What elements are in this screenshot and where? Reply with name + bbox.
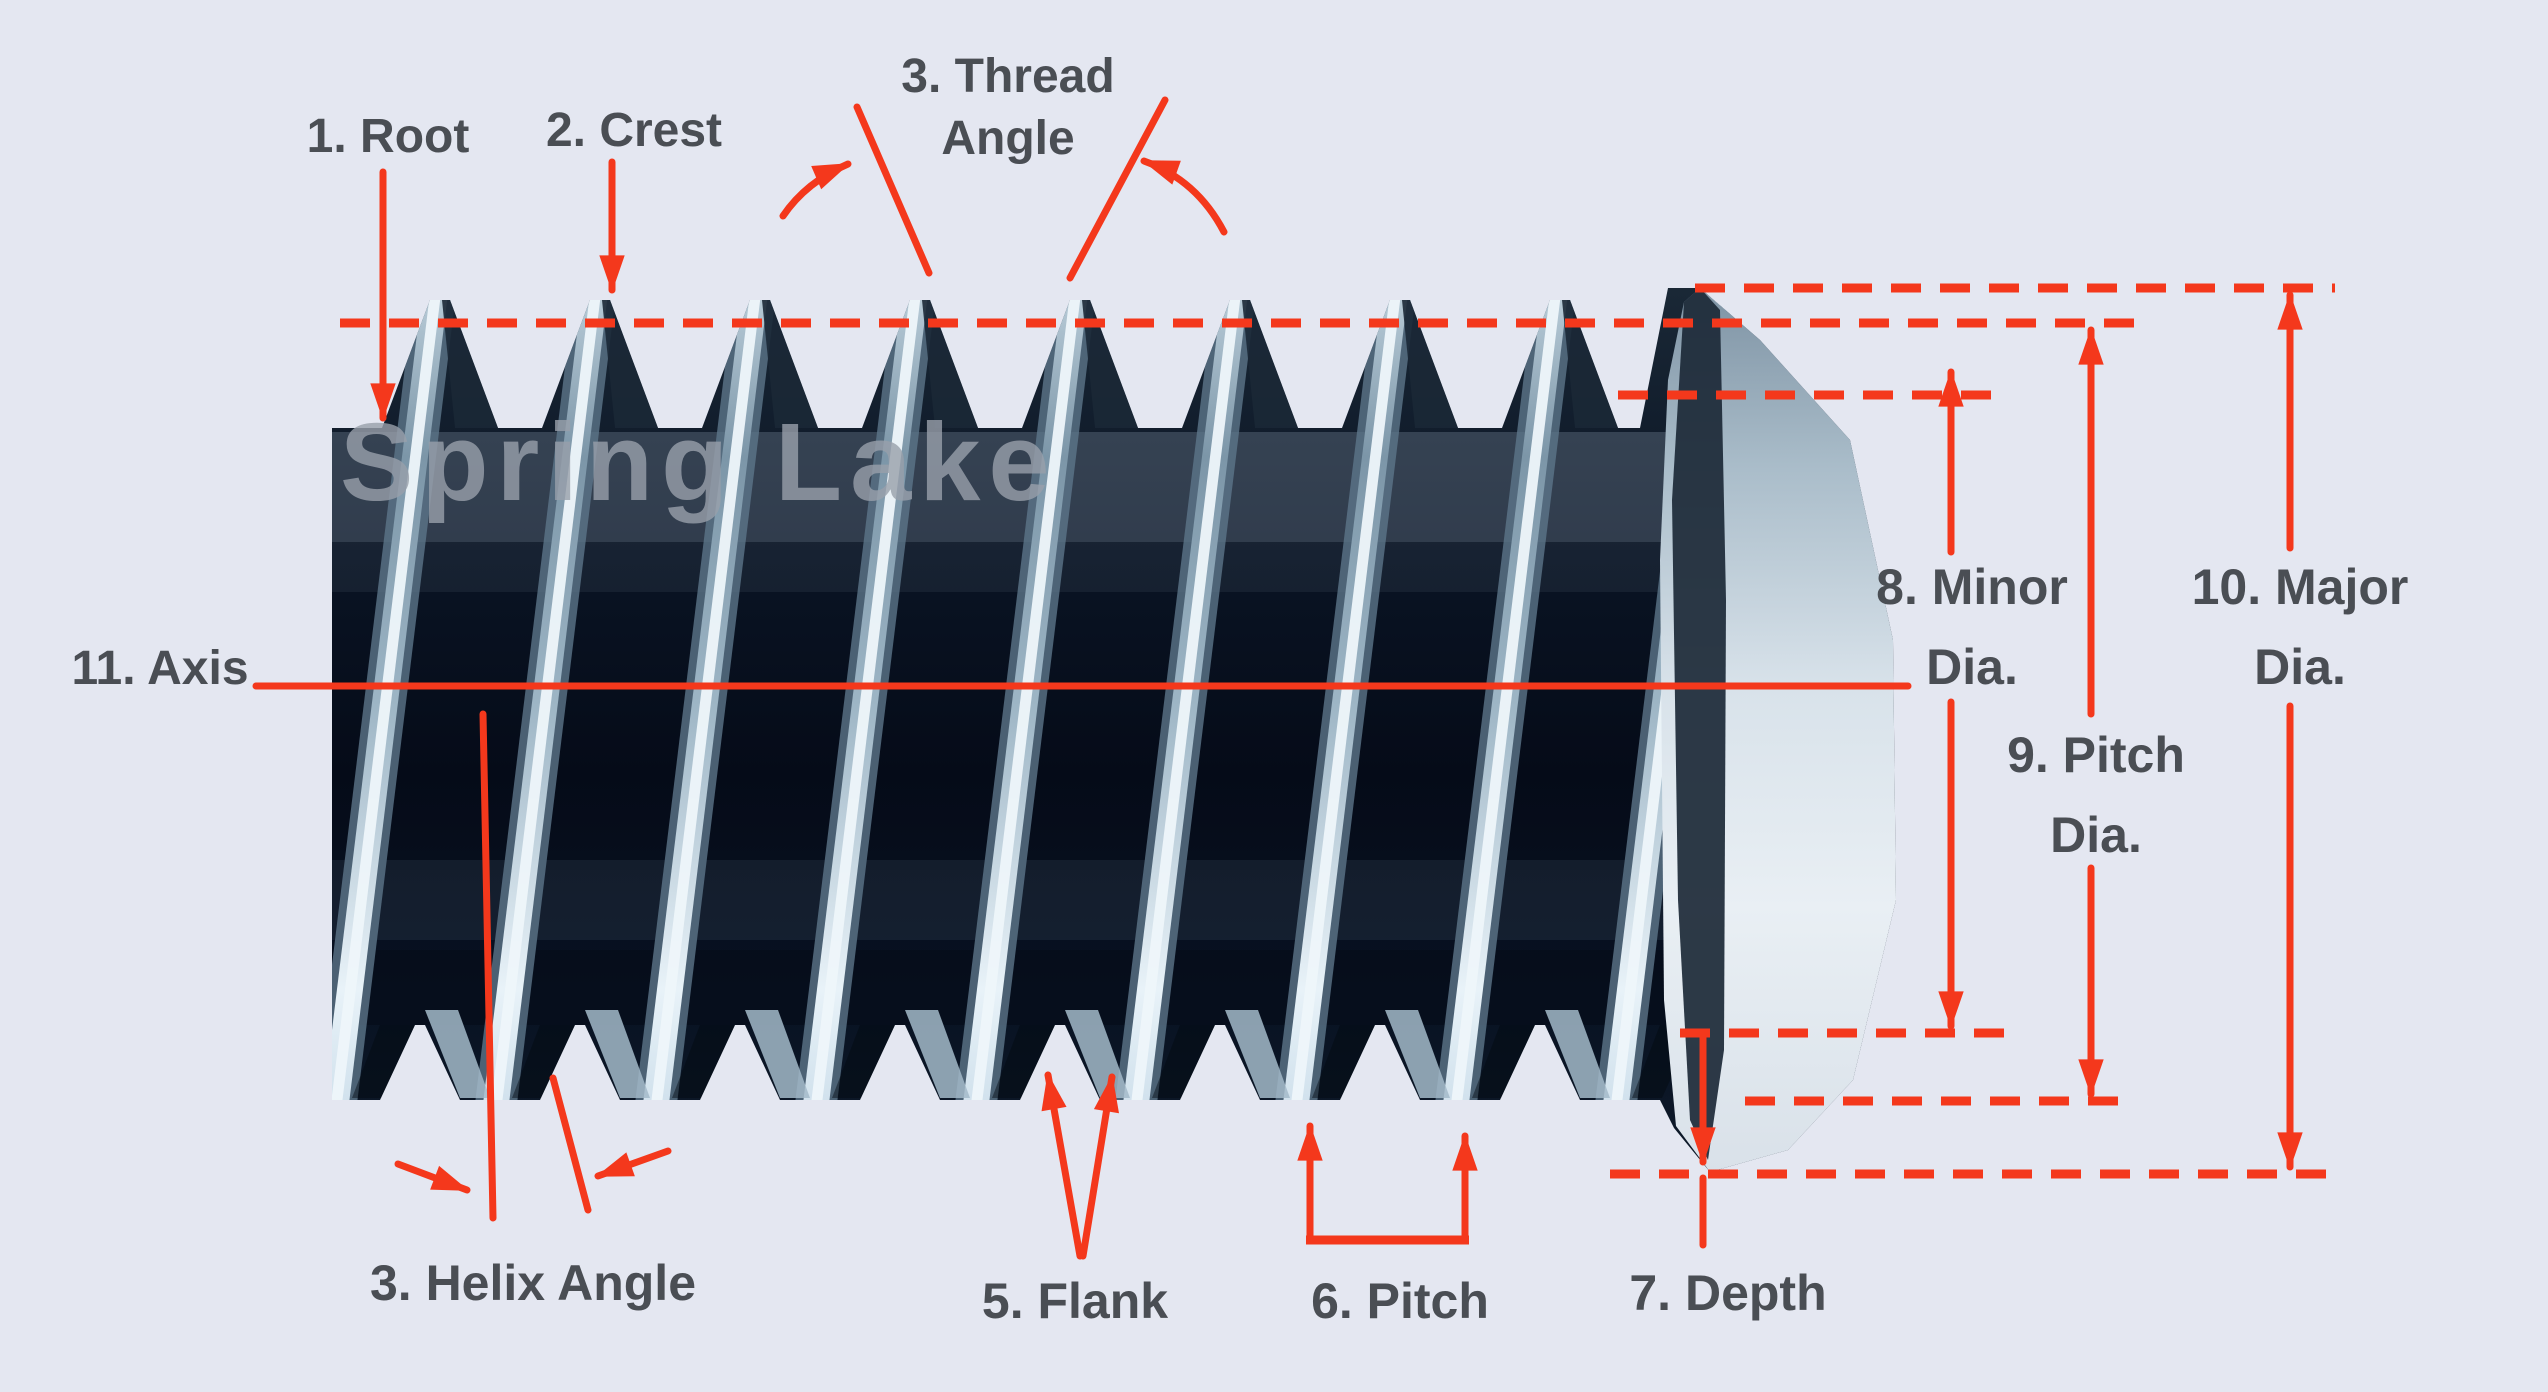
thread-angle-label-line1: 3. Thread — [901, 50, 1114, 103]
pitch-dia-label-line1: 9. Pitch — [2007, 727, 2185, 783]
watermark-text: Spring Lake — [340, 401, 1058, 524]
crest-label: 2. Crest — [546, 104, 722, 157]
thread-angle-right-curved-arrow — [1140, 157, 1228, 236]
thread-angle-left-curved-arrow — [779, 160, 852, 220]
helix-angle-right-arrow — [594, 1147, 672, 1180]
root-label: 1. Root — [307, 110, 470, 163]
pitch-label: 6. Pitch — [1311, 1273, 1489, 1329]
depth-label: 7. Depth — [1629, 1265, 1826, 1321]
flank-right-arrow — [1079, 1073, 1119, 1260]
flank-left-arrow — [1041, 1071, 1084, 1260]
major-dia-label-line1: 10. Major — [2192, 559, 2409, 615]
helix-angle-left-arrow — [394, 1160, 471, 1194]
helix-angle-label: 3. Helix Angle — [370, 1255, 696, 1311]
pitch-dia-label-line2: Dia. — [2050, 807, 2142, 863]
minor-dia-label-line1: 8. Minor — [1876, 559, 2068, 615]
screw-surface-detail — [332, 293, 1736, 1112]
helix-angle-slanted-line — [549, 1074, 592, 1214]
minor-dia-label-line2: Dia. — [1926, 639, 2018, 695]
thread-angle-right-line — [1066, 96, 1169, 282]
flank-label: 5. Flank — [982, 1273, 1168, 1329]
screw-illustration — [332, 288, 1896, 1172]
reference-lines — [340, 283, 2335, 1179]
part-labels: 1. Root 2. Crest 3. Thread Angle 8. Mino… — [71, 50, 2408, 1329]
thread-angle-label-line2: Angle — [941, 112, 1074, 165]
major-dia-label-line2: Dia. — [2254, 639, 2346, 695]
axis-label: 11. Axis — [71, 642, 248, 695]
annotation-arrows — [370, 96, 2303, 1260]
end-thread-shadow — [1672, 288, 1726, 1160]
helix-angle-vertical-line — [479, 710, 497, 1222]
thread-angle-left-line — [853, 103, 933, 277]
